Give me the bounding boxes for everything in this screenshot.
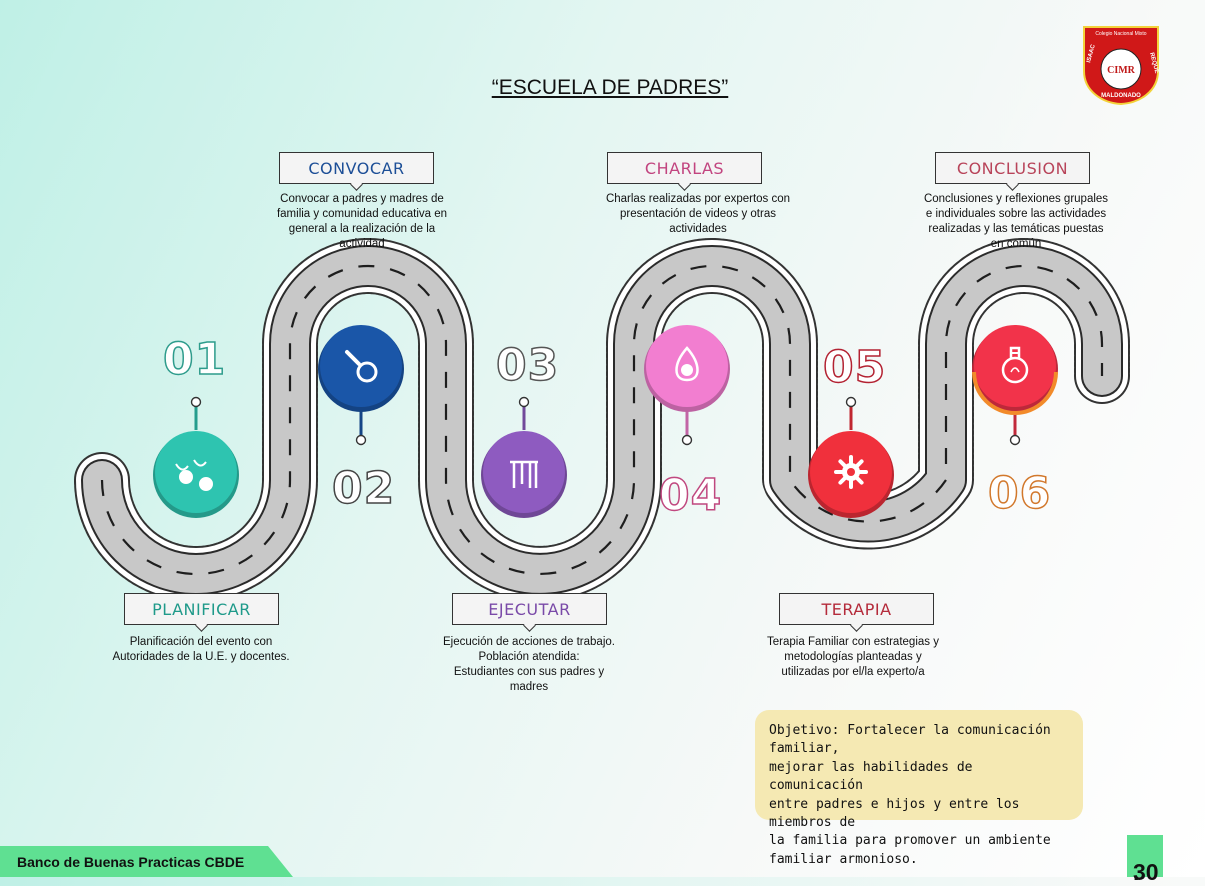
station-04: [644, 325, 730, 446]
page-number-box: 30.: [1127, 835, 1163, 885]
svg-text:MALDONADO: MALDONADO: [1101, 93, 1141, 99]
station-02: [318, 325, 404, 446]
station-01: [153, 396, 239, 518]
step-number-04: 04: [658, 469, 723, 522]
step-label-planificar: PLANIFICAR: [124, 593, 279, 632]
step-number-05: 05: [822, 341, 887, 394]
step-number-06: 06: [987, 467, 1052, 520]
step-description-ejecutar: Ejecución de acciones de trabajo.Poblaci…: [443, 636, 615, 693]
footer-banner: Banco de Buenas Practicas CBDE: [0, 846, 293, 877]
svg-text:ISAAC: ISAAC: [1086, 43, 1097, 63]
drop-icon: [675, 346, 699, 382]
station-disc: [483, 431, 565, 513]
step-label-terapia: TERAPIA: [779, 593, 934, 632]
svg-text:CIMR: CIMR: [1107, 65, 1136, 76]
road-asphalt: [83, 247, 1121, 593]
lightbulb-icon: [1001, 346, 1029, 384]
station-03: [481, 396, 567, 518]
step-label-conclusion: CONCLUSION: [935, 152, 1090, 191]
svg-text:Colegio Nacional Mixto: Colegio Nacional Mixto: [1095, 31, 1146, 37]
station-disc: [974, 325, 1056, 407]
magnifier-icon: [345, 350, 378, 383]
station-05: [808, 396, 894, 518]
gear-icon: [834, 455, 868, 489]
pin-dot: [518, 396, 530, 408]
school-logo: Colegio Nacional Mixto ISAAC REQUE MALDO…: [1083, 26, 1159, 105]
pin-dot: [1009, 434, 1021, 446]
step-number-01: 01: [162, 333, 227, 386]
pin-dot: [355, 434, 367, 446]
page-title: “ESCUELA DE PADRES”: [491, 76, 729, 99]
station-disc: [155, 431, 237, 513]
step-label-convocar: CONVOCAR: [279, 152, 434, 191]
svg-text:REQUE: REQUE: [1148, 52, 1159, 74]
page-number-suffix: .: [1133, 859, 1140, 885]
footer-text: Banco de Buenas Practicas CBDE: [17, 853, 245, 870]
objective-box: Objetivo: Fortalecer la comunicación fam…: [755, 710, 1083, 867]
pin-dot: [190, 396, 202, 408]
pin-dot: [681, 434, 693, 446]
pin-dot: [845, 396, 857, 408]
step-label-charlas: CHARLAS: [607, 152, 762, 191]
station-06: [972, 325, 1058, 446]
people-icon: [175, 459, 213, 491]
step-number-03: 03: [495, 339, 560, 392]
step-number-02: 02: [331, 462, 396, 515]
bars-icon: [510, 460, 538, 488]
step-label-ejecutar: EJECUTAR: [452, 593, 607, 632]
disc-accent: [972, 371, 1058, 415]
